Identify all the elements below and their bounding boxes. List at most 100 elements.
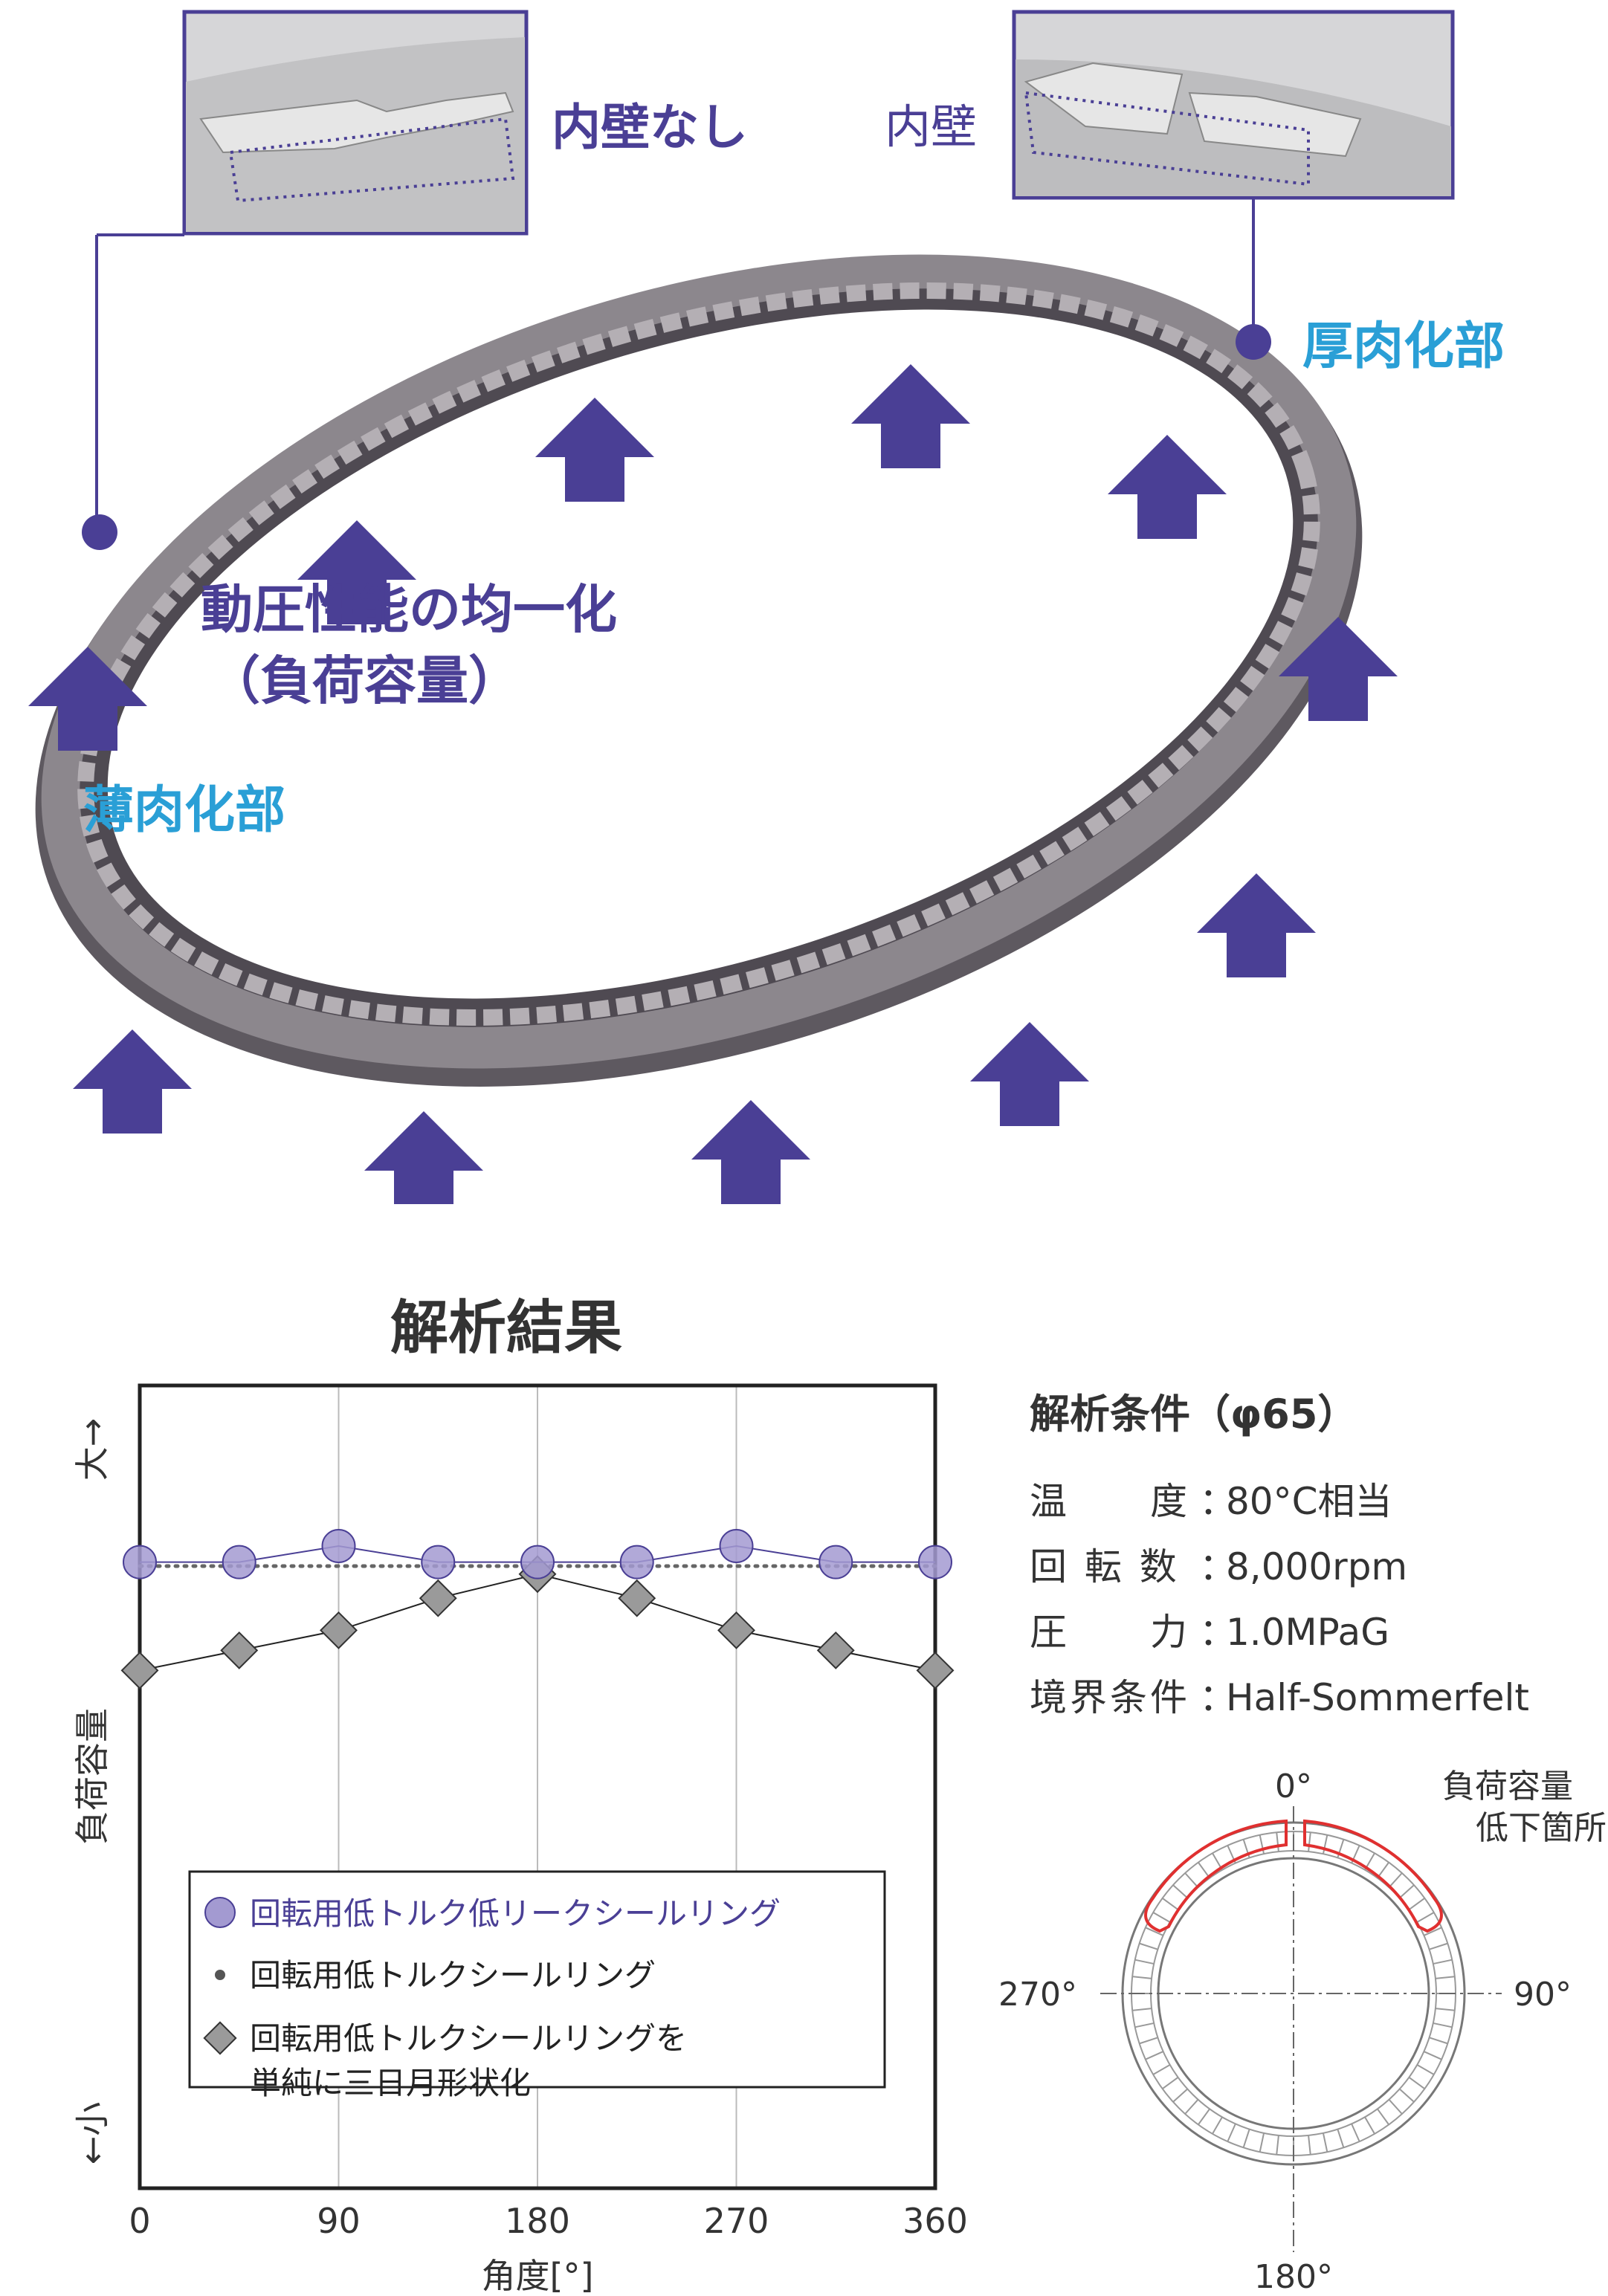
legend-marker-dot bbox=[215, 1970, 225, 1980]
data-point-circle bbox=[520, 1545, 555, 1579]
callout-inner-wall bbox=[1012, 10, 1455, 360]
data-point-diamond bbox=[916, 1651, 955, 1689]
ring-pocket-divider bbox=[1184, 2099, 1199, 2115]
data-point-circle bbox=[222, 1545, 256, 1579]
ring-pocket-divider bbox=[1351, 2123, 1360, 2142]
x-tick-label: 360 bbox=[903, 2201, 968, 2241]
pressure-arrow-icon bbox=[691, 1100, 810, 1204]
ring-pocket-divider bbox=[1388, 2099, 1403, 2115]
ring-pocket-divider bbox=[1364, 2116, 1375, 2135]
ring-pocket-divider bbox=[1139, 1942, 1158, 1950]
ring-pocket-divider bbox=[1162, 1898, 1179, 1910]
label-thinned-section: 薄肉化部 bbox=[83, 781, 286, 840]
condition-value: 80°C相当 bbox=[1226, 1480, 1392, 1523]
pressure-arrow-icon bbox=[1197, 873, 1316, 977]
ring-pocket-divider bbox=[1198, 2108, 1210, 2125]
condition-separator: ： bbox=[1199, 1480, 1236, 1523]
ring-pocket-divider bbox=[1408, 1898, 1425, 1910]
pressure-arrow-icon bbox=[28, 647, 147, 751]
condition-row: 圧 力：1.0MPaG bbox=[1030, 1600, 1529, 1665]
ring-pocket-divider bbox=[1322, 1834, 1328, 1854]
ring-pocket-divider bbox=[1259, 1834, 1265, 1854]
ring-pocket-divider bbox=[1399, 1884, 1415, 1899]
ring-pocket-divider bbox=[1242, 2129, 1250, 2148]
y-axis-top-label: 大→ bbox=[72, 1418, 112, 1481]
ring-pocket-divider bbox=[1423, 1927, 1442, 1936]
data-point-circle bbox=[918, 1545, 952, 1579]
ring-pocket-divider bbox=[1408, 2077, 1425, 2089]
pressure-arrow-icon bbox=[1279, 617, 1398, 721]
ring-pocket-divider bbox=[1416, 2064, 1435, 2075]
ring-pocket-divider bbox=[1433, 1959, 1453, 1965]
ring-pocket-divider bbox=[1377, 2108, 1389, 2125]
ring-pocket-divider bbox=[1433, 2022, 1453, 2028]
angle-270-label: 270° bbox=[998, 1976, 1077, 2014]
ring-pocket-divider bbox=[1435, 2008, 1455, 2011]
condition-label: 回 転 数 bbox=[1030, 1545, 1180, 1588]
data-point-diamond bbox=[816, 1631, 855, 1669]
data-point-diamond bbox=[717, 1611, 755, 1649]
center-title-line1: 動圧性能の均一化 bbox=[201, 579, 617, 640]
ring-pocket-divider bbox=[1134, 2022, 1155, 2028]
condition-row: 温 度：80°C相当 bbox=[1030, 1469, 1529, 1534]
pressure-arrow-icon bbox=[297, 520, 416, 624]
ring-pocket-divider bbox=[1139, 2037, 1158, 2045]
data-point-circle bbox=[719, 1529, 754, 1563]
data-point-diamond bbox=[120, 1651, 159, 1689]
conditions-title: 解析条件（φ65） bbox=[1030, 1391, 1358, 1438]
legend-label-3-line: 回転用低トルクシールリングを bbox=[250, 2020, 687, 2057]
condition-label: 温 度 bbox=[1030, 1480, 1190, 1523]
data-point-diamond bbox=[220, 1631, 259, 1669]
x-tick-label: 0 bbox=[129, 2201, 150, 2241]
ring-pocket-divider bbox=[1227, 2123, 1236, 2142]
condition-label: 圧 力 bbox=[1030, 1611, 1190, 1654]
legend-label-1: 回転用低トルク低リークシールリング bbox=[250, 1895, 781, 1932]
data-point-diamond bbox=[419, 1579, 457, 1617]
ring-pocket-divider bbox=[1212, 2116, 1223, 2135]
ring-pocket-divider bbox=[1423, 2051, 1442, 2060]
ring-pocket-divider bbox=[1308, 2135, 1311, 2155]
pressure-arrow-icon bbox=[1108, 435, 1227, 539]
x-tick-label: 180 bbox=[505, 2201, 570, 2241]
data-point-circle bbox=[818, 1545, 853, 1579]
y-axis-label: 負荷容量 bbox=[72, 1708, 112, 1845]
condition-separator: ： bbox=[1199, 1545, 1236, 1588]
ring-pocket-divider bbox=[1337, 2129, 1345, 2148]
ring-pocket-divider bbox=[1399, 2088, 1415, 2103]
condition-row: 境界条件：Half-Sommerfelt bbox=[1030, 1665, 1529, 1730]
pressure-arrow-icon bbox=[851, 364, 970, 468]
condition-value: 1.0MPaG bbox=[1226, 1611, 1389, 1654]
callout-no-inner-wall bbox=[82, 10, 529, 550]
chart-series bbox=[120, 1529, 955, 1689]
x-tick-label: 90 bbox=[317, 2201, 361, 2241]
ring-top-view-diagram: 0° 90° 180° 270° 負荷容量 低下箇所 bbox=[998, 1768, 1607, 2296]
ring-pocket-divider bbox=[1172, 2088, 1188, 2103]
legend-label-2: 回転用低トルクシールリング bbox=[250, 1957, 656, 1993]
ring-pocket-divider bbox=[1429, 1942, 1448, 1950]
data-point-circle bbox=[321, 1529, 356, 1563]
pressure-arrow-icon bbox=[364, 1111, 483, 1204]
condition-value: 8,000rpm bbox=[1226, 1545, 1408, 1588]
ring-pocket-divider bbox=[1388, 1872, 1403, 1888]
low-capacity-region-left bbox=[1144, 1819, 1288, 1933]
data-point-circle bbox=[123, 1545, 157, 1579]
legend-label-3-line: 単純に三日月形状化 bbox=[250, 2065, 531, 2101]
ring-pocket-divider bbox=[1132, 1976, 1152, 1979]
pressure-arrow-icon bbox=[535, 398, 654, 502]
ring-pocket-divider bbox=[1308, 1832, 1311, 1852]
ring-pocket-divider bbox=[1276, 1832, 1279, 1852]
data-point-circle bbox=[421, 1545, 456, 1579]
ring-pocket-divider bbox=[1276, 2135, 1279, 2155]
ring-pocket-divider bbox=[1322, 2132, 1328, 2153]
pressure-arrow-icon bbox=[970, 1022, 1089, 1126]
data-point-circle bbox=[619, 1545, 654, 1579]
x-axis-label: 角度[°] bbox=[482, 2256, 594, 2296]
y-axis-bottom-label: ←小 bbox=[72, 2102, 112, 2165]
ring-pocket-divider bbox=[1172, 1884, 1188, 1899]
condition-row: 回 転 数 ：8,000rpm bbox=[1030, 1534, 1529, 1600]
ring-pocket-divider bbox=[1435, 1976, 1455, 1979]
condition-separator: ： bbox=[1199, 1676, 1236, 1719]
ring-pocket-divider bbox=[1429, 2037, 1448, 2045]
